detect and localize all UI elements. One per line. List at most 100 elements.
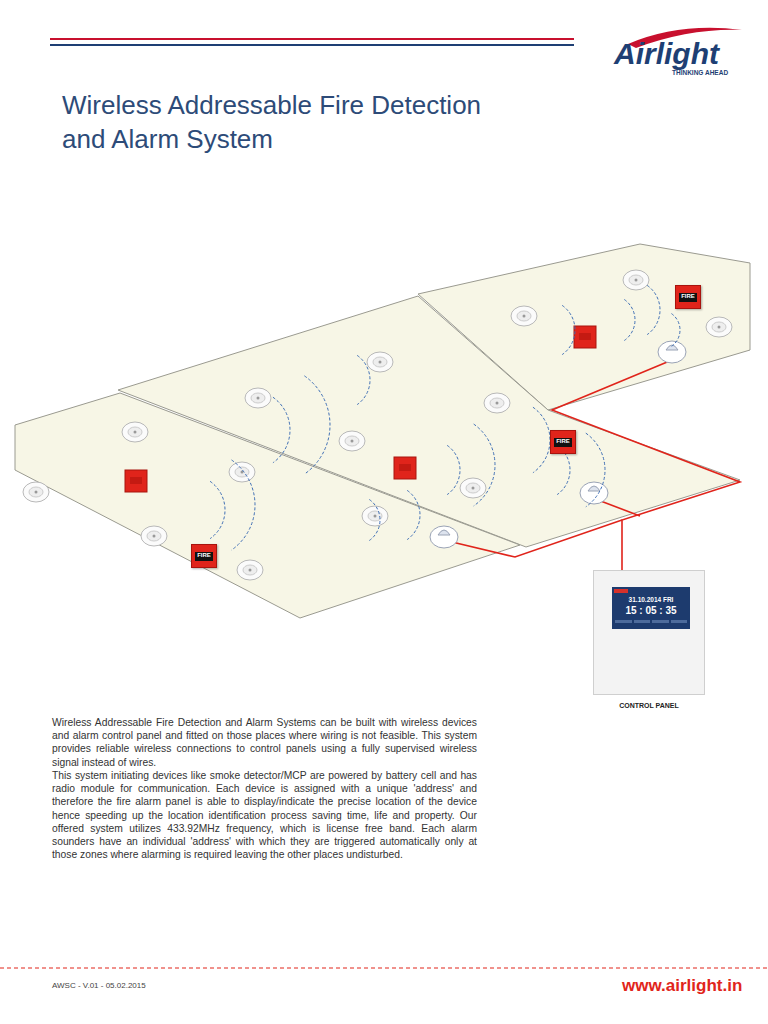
detector-body [706, 317, 732, 337]
header-rule [50, 44, 574, 46]
panel-screen: 31.10.2014 FRI15 : 05 : 35 [612, 587, 690, 629]
detector-body [122, 422, 148, 442]
screen-key [671, 620, 688, 623]
mcp-window: FIRE [554, 438, 572, 447]
detector-led [153, 535, 156, 538]
detector-cap [345, 436, 359, 446]
mcp-label: FIRE [679, 293, 697, 300]
detector-body [484, 393, 510, 413]
smoke-detector [23, 482, 49, 502]
radio-wave [671, 314, 680, 347]
detector-cap [373, 357, 387, 367]
detector-cap [712, 322, 726, 332]
detector-body [511, 306, 537, 326]
wireless-translator [658, 341, 686, 363]
detector-body [339, 431, 365, 451]
detector-led [374, 515, 377, 518]
manual-call-point: FIRE [675, 285, 701, 309]
radio-wave [586, 433, 605, 507]
detector-body [229, 462, 255, 482]
smoke-detector [122, 422, 148, 442]
mcp-label: FIRE [195, 552, 213, 559]
detector-body [367, 352, 393, 372]
detector-cap [29, 487, 43, 497]
detector-body [237, 560, 263, 580]
screen-keys [615, 620, 687, 623]
detector-body [23, 482, 49, 502]
manual-call-point [574, 326, 596, 348]
detector-cap [629, 275, 643, 285]
radio-wave [647, 285, 660, 334]
wire [552, 360, 740, 572]
smoke-detector [339, 431, 365, 451]
detector-cap [251, 393, 265, 403]
detector-body [245, 388, 271, 408]
screen-key [634, 620, 651, 623]
translator-dome [588, 486, 600, 491]
screen-bar [614, 589, 628, 593]
wireless-translator [430, 526, 458, 548]
screen-key [652, 620, 669, 623]
mcp-window: FIRE [195, 552, 213, 561]
detector-led [523, 315, 526, 318]
page-title: Wireless Addressable Fire Detection and … [62, 88, 492, 156]
radio-wave [304, 376, 330, 474]
document-code: AWSC - V.01 - 05.02.2015 [52, 981, 146, 991]
detector-cap [128, 427, 142, 437]
radio-wave [624, 300, 635, 341]
detector-cap [466, 483, 480, 493]
smoke-detector [460, 478, 486, 498]
translator-body [580, 482, 608, 504]
radio-wave [533, 407, 550, 473]
detector-led [351, 440, 354, 443]
screen-time: 15 : 05 : 35 [615, 604, 687, 617]
manual-call-point [125, 470, 147, 492]
smoke-detector [237, 560, 263, 580]
detector-led [496, 402, 499, 405]
detector-cap [490, 398, 504, 408]
website: www.airlight.in [622, 976, 742, 996]
floor-plate [15, 393, 520, 618]
radio-wave [232, 460, 255, 550]
mcp-window [579, 333, 591, 340]
logo-tagline: THINKING AHEAD [672, 69, 728, 77]
mcp-body [394, 457, 416, 479]
smoke-detector [706, 317, 732, 337]
control-panel: 31.10.2014 FRI15 : 05 : 35CONTROL PANEL [593, 570, 705, 695]
detector-cap [368, 511, 382, 521]
manual-call-point [394, 457, 416, 479]
mcp-window: FIRE [679, 293, 697, 302]
smoke-detector [623, 270, 649, 290]
detector-led [134, 431, 137, 434]
wire [452, 520, 622, 557]
detector-led [472, 487, 475, 490]
body-paragraph: This system initiating devices like smok… [52, 769, 477, 861]
detector-body [362, 506, 388, 526]
radio-wave [474, 424, 495, 506]
detector-cap [147, 531, 161, 541]
radio-wave [357, 355, 370, 404]
smoke-detector [367, 352, 393, 372]
detector-led [35, 491, 38, 494]
radio-wave [407, 490, 420, 539]
smoke-detector [511, 306, 537, 326]
detector-cap [243, 565, 257, 575]
smoke-detector [229, 462, 255, 482]
manual-call-point: FIRE [550, 430, 576, 454]
mcp-window [130, 477, 142, 484]
detector-cap [517, 311, 531, 321]
translator-body [430, 526, 458, 548]
mcp-label: FIRE [554, 438, 572, 445]
detector-body [460, 478, 486, 498]
body-paragraph: Wireless Addressable Fire Detection and … [52, 716, 477, 769]
detector-led [379, 361, 382, 364]
smoke-detector [484, 393, 510, 413]
translator-body [658, 341, 686, 363]
radio-wave [210, 481, 225, 538]
detector-body [623, 270, 649, 290]
smoke-detector [362, 506, 388, 526]
radio-wave [273, 397, 290, 463]
translator-dome [438, 530, 450, 535]
logo-text: Airlight [614, 38, 719, 70]
